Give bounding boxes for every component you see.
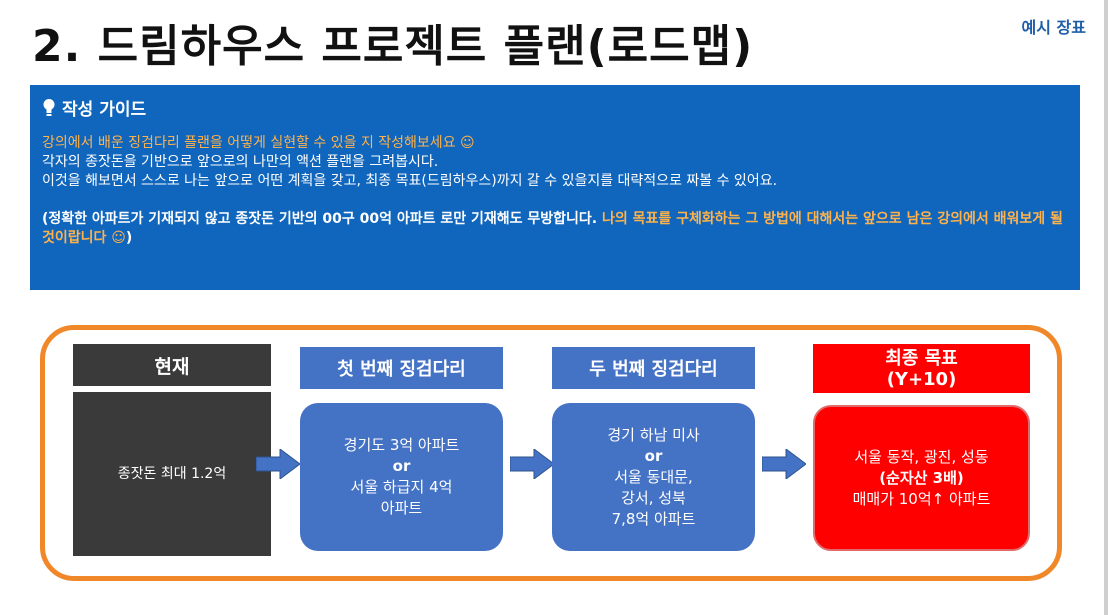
guide-note: (정확한 아파트가 기재되지 않고 종잣돈 기반의 00구 00억 아파트 로만… [42,210,1068,248]
guide-line-1: 강의에서 배운 징검다리 플랜을 어떻게 실현할 수 있을 지 작성해보세요 ☺ [42,135,475,151]
step2-card: 경기 하남 미사 or 서울 동대문, 강서, 성북 7,8억 아파트 [552,403,755,551]
guide-box: 작성 가이드 강의에서 배운 징검다리 플랜을 어떻게 실현할 수 있을 지 작… [30,85,1080,290]
goal-header-line1: 최종 목표 [885,347,958,369]
example-tag: 예시 장표 [1021,18,1086,37]
step1-line: 아파트 [380,499,423,517]
guide-note-end: ) [125,230,133,246]
guide-note-text: (정확한 아파트가 기재되지 않고 종잣돈 기반의 00구 00억 아파트 로만… [42,211,602,227]
step2-header: 두 번째 징검다리 [552,347,755,389]
current-card-text: 종잣돈 최대 1.2억 [117,465,227,482]
current-card: 종잣돈 최대 1.2억 [73,392,271,556]
guide-line-3: 이것을 해보면서 스스로 나는 앞으로 어떤 계획을 갖고, 최종 목표(드림하… [42,173,778,189]
goal-header-line2: (Y+10) [886,368,957,390]
step2-line: 강서, 성북 [621,488,686,507]
arrow-right-icon [256,449,300,479]
step1-card-body: 경기도 3억 아파트 or 서울 하급지 4억 아파트 [344,435,460,519]
step2-line: 7,8억 아파트 [611,509,696,528]
step2-line: 서울 동대문, [614,467,693,486]
arrow-right-icon [510,449,554,479]
step2-card-body: 경기 하남 미사 or 서울 동대문, 강서, 성북 7,8억 아파트 [607,425,699,530]
guide-line-2: 각자의 종잣돈을 기반으로 앞으로의 나만의 액션 플랜을 그려봅시다. [42,154,439,170]
roadmap-frame [40,325,1062,581]
guide-header: 작성 가이드 [42,95,1068,120]
goal-line: 매매가 10억↑ 아파트 [852,489,991,508]
goal-header: 최종 목표 (Y+10) [813,344,1030,393]
step1-header: 첫 번째 징검다리 [300,347,503,389]
page-edge [1104,0,1108,615]
step1-line: 경기도 3억 아파트 [343,436,460,454]
current-header: 현재 [73,344,271,386]
guide-heading: 작성 가이드 [62,100,147,120]
goal-card: 서울 동작, 광진, 성동 (순자산 3배) 매매가 10억↑ 아파트 [813,405,1030,551]
step1-card: 경기도 3억 아파트 or 서울 하급지 4억 아파트 [300,403,503,551]
page-title: 2. 드림하우스 프로젝트 플랜(로드맵) [32,21,754,72]
step1-line: or [392,457,411,475]
arrow-right-icon [762,449,806,479]
goal-line: 서울 동작, 광진, 성동 [854,447,989,466]
step1-line: 서울 하급지 4억 [350,478,453,496]
step2-line: 경기 하남 미사 [607,425,700,444]
lightbulb-icon [43,98,55,116]
goal-line: (순자산 3배) [879,468,964,487]
step2-line: or [644,446,663,465]
goal-card-body: 서울 동작, 광진, 성동 (순자산 3배) 매매가 10억↑ 아파트 [853,447,991,510]
guide-note-highlight: 나의 목표를 구체화하는 그 방법에 대해서는 앞으로 남은 강의에서 배워보게… [42,211,1063,246]
